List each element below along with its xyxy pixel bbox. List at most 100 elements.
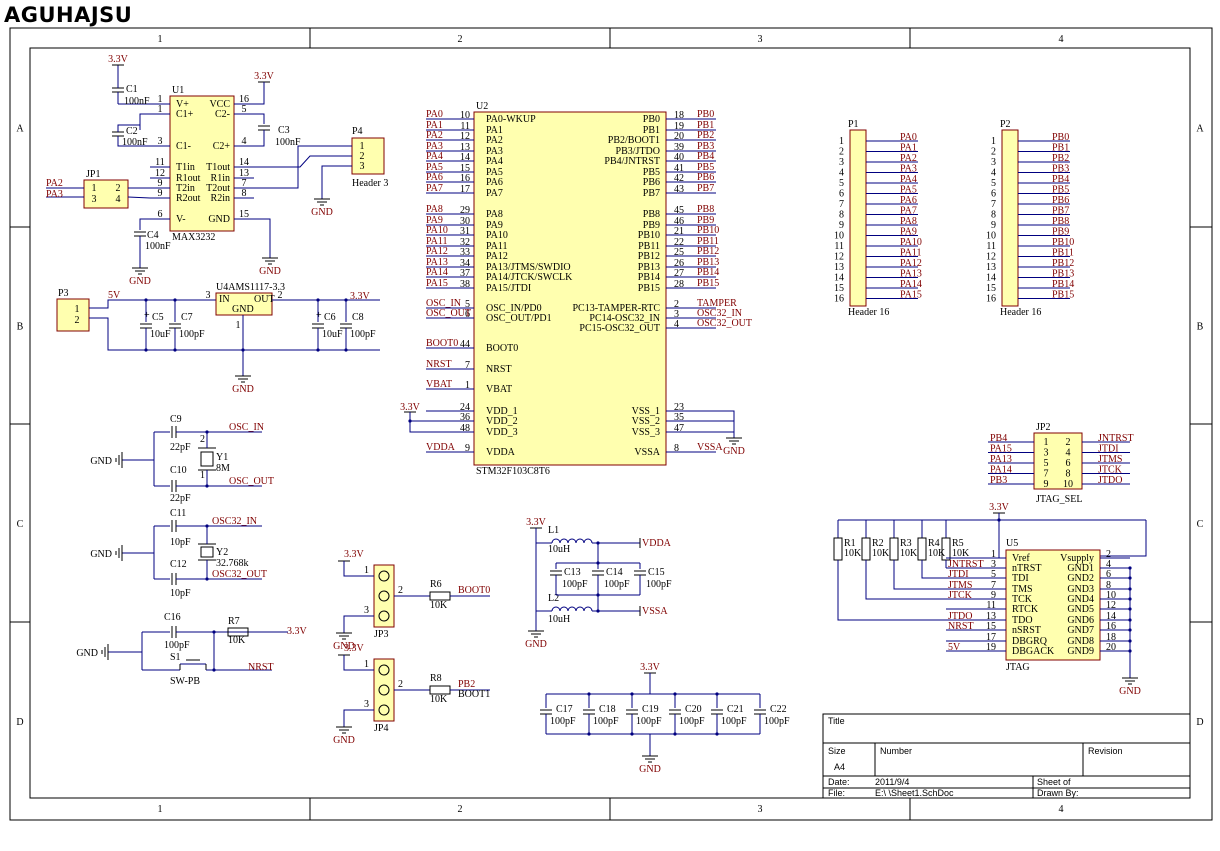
jp3-resistor (429, 591, 451, 601)
zone-row-label: B (1197, 322, 1204, 333)
u2-pin-name: PB8 (643, 209, 660, 220)
p1-net-label: PA2 (900, 153, 917, 164)
wire (117, 124, 140, 132)
u1-pin-number: 12 (155, 168, 165, 179)
u2-pin-name: VSS_3 (632, 427, 660, 438)
u2-pin-name: PC13-TAMPER-RTC (573, 303, 661, 314)
u2-pin-name: PC14-OSC32_IN (589, 313, 660, 324)
jtag-r-value: 10K (872, 548, 890, 559)
u2-pin-number: 12 (460, 131, 470, 142)
gnd-label: GND (76, 648, 98, 659)
p2-pin-number: 1 (991, 136, 996, 147)
junction-dot (630, 692, 634, 696)
p2-net-label: PB8 (1052, 216, 1069, 227)
u1-pin-name: R2out (176, 193, 201, 204)
u2-pin-number: 34 (460, 258, 470, 269)
u2-net-label: PB6 (697, 172, 714, 183)
jp2-left-net: PA15 (990, 444, 1012, 455)
u2-pin-name: PA2 (486, 135, 503, 146)
y1-pin-number: 2 (200, 434, 205, 445)
u2-pin-name: PA4 (486, 156, 503, 167)
c4-ref: C4 (147, 230, 159, 241)
u2-net-label: OSC_IN (426, 298, 461, 309)
u1-pin-name: R1out (176, 173, 201, 184)
junction-dot (344, 298, 348, 302)
u2-net-label: PA12 (426, 246, 448, 257)
p1-net-label: PA7 (900, 206, 917, 217)
jp4-pin-number: 2 (398, 679, 403, 690)
junction-dot (587, 732, 591, 736)
u2-pin-number: 44 (460, 339, 470, 350)
power-cap-value: 10uF (150, 329, 171, 340)
jtag-r-ref: R4 (928, 538, 940, 549)
u2-pin-name: PA12 (486, 251, 508, 262)
l2-ref: L2 (548, 593, 559, 604)
title-block-file: E:\ \Sheet1.SchDoc (875, 788, 954, 798)
u2-pin-number: 42 (674, 173, 684, 184)
power-cap-ref: C8 (352, 312, 364, 323)
u5-net-label: 5V (948, 642, 961, 653)
junction-dot (1128, 597, 1132, 601)
p3-header (56, 298, 90, 332)
p4-pin-number: 3 (360, 161, 365, 172)
wire (998, 520, 1006, 559)
u2-net-label: PA8 (426, 204, 443, 215)
decoupling-cap-ref: C17 (556, 704, 573, 715)
u2-net-label: PB10 (697, 225, 719, 236)
l1-value: 10uH (548, 544, 570, 555)
p1-pin-number: 16 (834, 294, 844, 305)
u2-pin-name: VDDA (486, 447, 516, 458)
p1-net-label: PA10 (900, 237, 922, 248)
u2-net-label: PA15 (426, 278, 448, 289)
u2-pin-name: NRST (486, 364, 512, 375)
junction-dot (630, 732, 634, 736)
u2-net-label: PA9 (426, 215, 443, 226)
u5-pin-name: GND6 (1067, 615, 1094, 626)
p2-net-label: PB3 (1052, 164, 1069, 175)
p1-pin-number: 14 (834, 273, 844, 284)
u2-pin-name: OSC_OUT/PD1 (486, 313, 552, 324)
p1-pin-number: 11 (834, 241, 844, 252)
u2-pin-name: PA3 (486, 146, 503, 157)
p2-pin-number: 14 (986, 273, 996, 284)
decoupling-cap-ref: C20 (685, 704, 702, 715)
u2-net-label: PB4 (697, 151, 714, 162)
jp2-right-net: JTDO (1098, 475, 1122, 486)
c1-value: 100nF (124, 96, 150, 107)
u5-pin-number: 20 (1106, 642, 1116, 653)
u2-pin-name: BOOT0 (486, 343, 518, 354)
u2-pin-number: 15 (460, 163, 470, 174)
u2-net-label: PA3 (426, 141, 443, 152)
u1-pin-number: 16 (239, 94, 249, 105)
junction-dot (316, 348, 320, 352)
p3-pin-number: 2 (75, 315, 80, 326)
p1-pin-number: 13 (834, 262, 844, 273)
jp4-net: PB2 (458, 679, 475, 690)
jp1-header (83, 179, 129, 209)
c3-ref: C3 (278, 125, 290, 136)
u2-pin-name: PA0-WKUP (486, 114, 536, 125)
u1-pin-number: 6 (158, 209, 163, 220)
junction-dot (173, 348, 177, 352)
junction-dot (144, 298, 148, 302)
p2-pin-number: 15 (986, 283, 996, 294)
p1-net-label: PA3 (900, 164, 917, 175)
header-pin-hole (378, 570, 390, 582)
u5-pin-number: 13 (986, 611, 996, 622)
p2-pin-number: 16 (986, 294, 996, 305)
u2-net-label: PA6 (426, 172, 443, 183)
u5-pin-number: 7 (991, 580, 996, 591)
u2-pin-name: PB10 (638, 230, 660, 241)
y2-value: 32.768k (216, 558, 249, 569)
jp2-pin-number: 5 (1044, 458, 1049, 469)
junction-dot (344, 348, 348, 352)
u2-pin-name: PB1 (643, 125, 660, 136)
p1-pin-number: 15 (834, 283, 844, 294)
u5-pin-name: GND9 (1067, 646, 1094, 657)
u1-pin-number: 1 (158, 94, 163, 105)
u5-pin-name: GND7 (1067, 625, 1094, 636)
junction-dot (596, 609, 600, 613)
u2-net-label: PB1 (697, 120, 714, 131)
junction-dot (1128, 576, 1132, 580)
p3-ref: P3 (58, 288, 69, 299)
